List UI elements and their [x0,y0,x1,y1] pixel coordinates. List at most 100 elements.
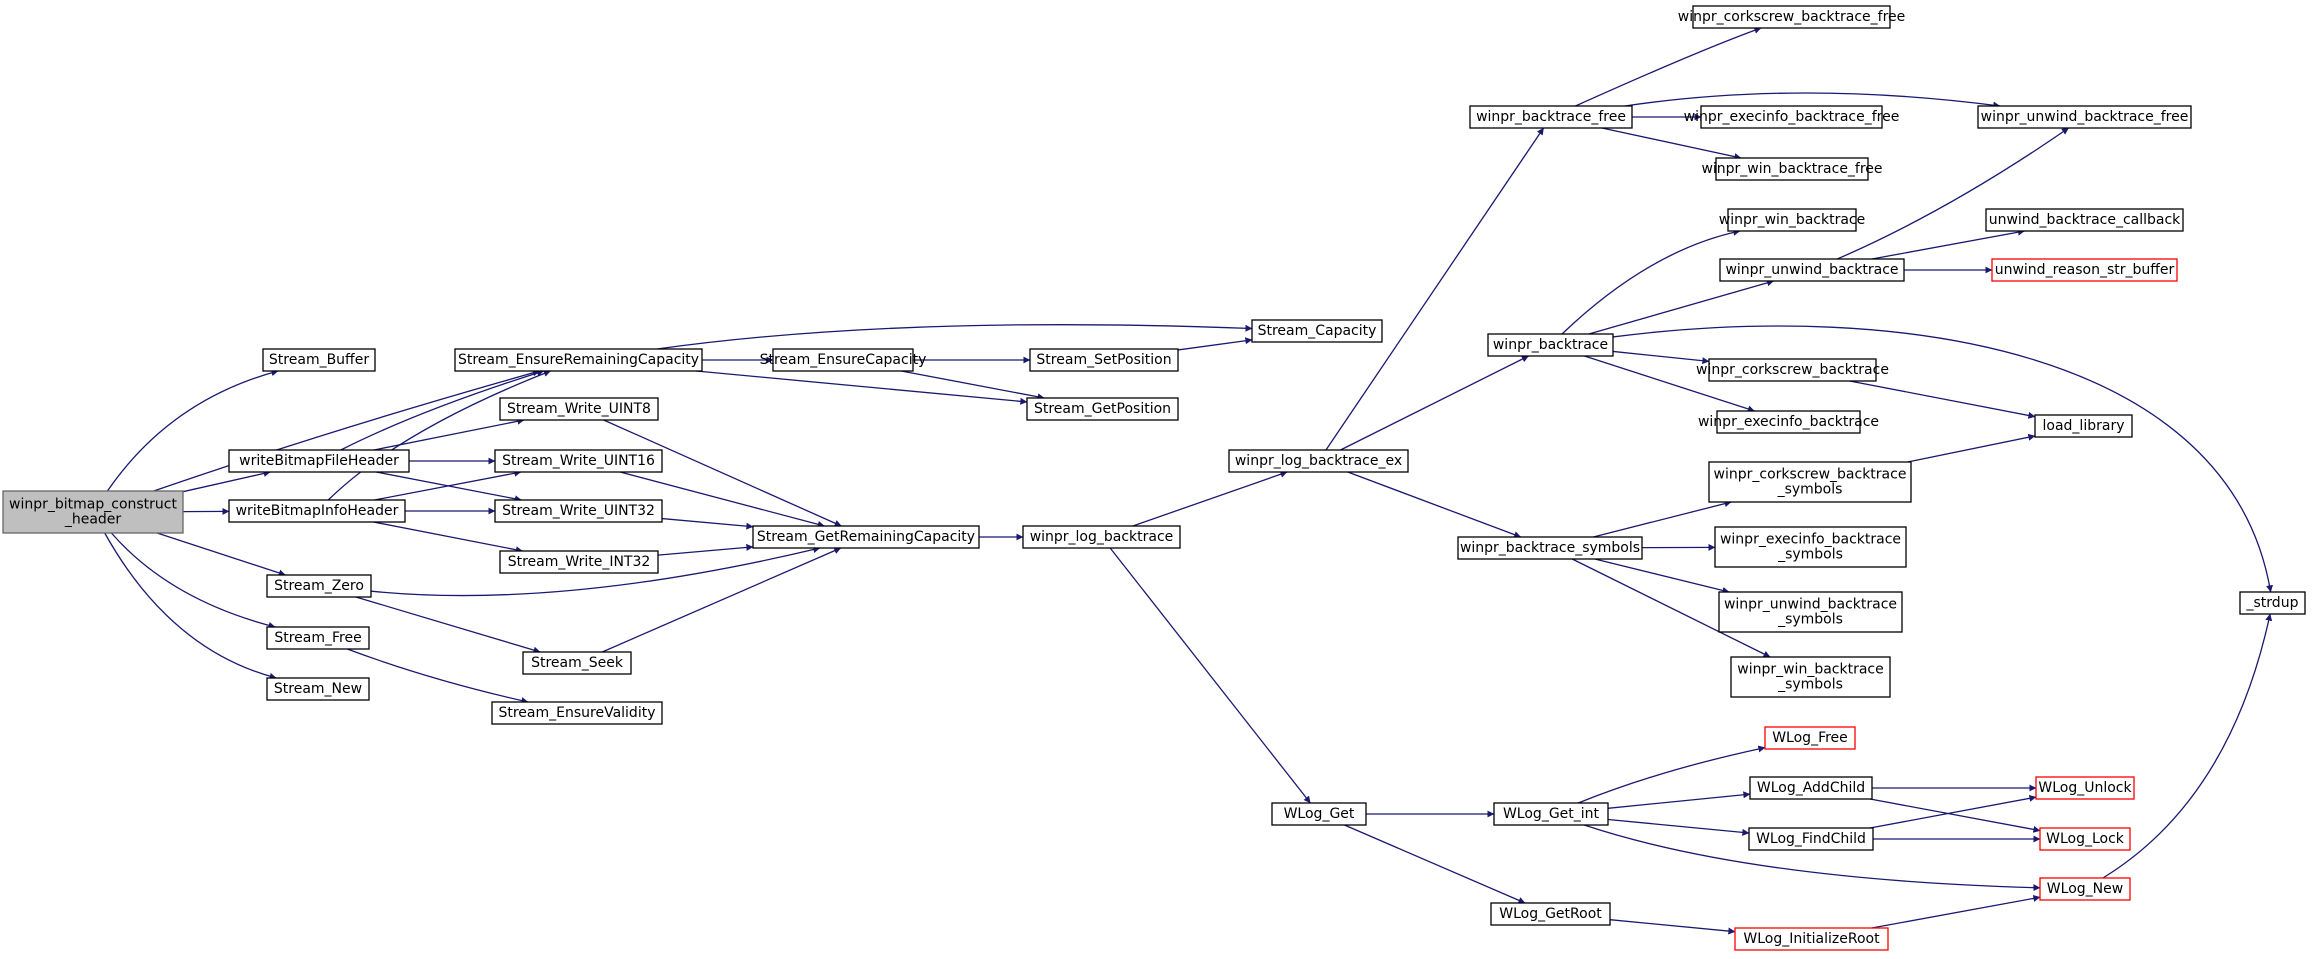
node-stream_new[interactable]: Stream_New [266,677,370,701]
node-wlog_findchild[interactable]: WLog_FindChild [1748,827,1874,851]
node-wlog_addchild[interactable]: WLog_AddChild [1749,776,1873,800]
node-label: WLog_Get [1284,806,1355,822]
node-unwind_callback[interactable]: unwind_backtrace_callback [1985,208,2184,232]
node-label: WLog_Free [1772,730,1848,746]
node-wlog_get[interactable]: WLog_Get [1271,802,1367,826]
node-stream_buffer[interactable]: Stream_Buffer [262,348,376,372]
edge-stream_zero-to-stream_seek [355,596,541,654]
node-box [2239,591,2306,615]
edge-backtrace-to-execinfo_backtrace [1584,355,1755,413]
node-stream_seek[interactable]: Stream_Seek [522,651,632,675]
node-wlog_unlock[interactable]: WLog_Unlock [2035,776,2135,800]
node-wlog_initializeroot[interactable]: WLog_InitializeRoot [1734,927,1889,951]
node-box [1487,333,1614,357]
node-ensure_capacity[interactable]: Stream_EnsureCapacity [760,348,927,372]
edge-backtrace_free-to-win_free [1601,127,1742,161]
node-box [228,449,410,473]
node-label: Stream_Write_UINT8 [507,401,651,417]
node-box [1692,5,1891,29]
node-wlog_getroot[interactable]: WLog_GetRoot [1490,902,1611,926]
node-corkscrew_free[interactable]: winpr_corkscrew_backtrace_free [1678,5,1906,29]
node-corkscrew_symbols[interactable]: winpr_corkscrew_backtrace_symbols [1708,461,1912,503]
node-box [499,550,659,574]
node-label: Stream_Buffer [269,352,369,368]
node-box [2039,827,2131,851]
edge-ensure_capacity-to-get_position [901,370,1045,401]
node-get_remaining[interactable]: Stream_GetRemainingCapacity [752,525,980,549]
edge-backtrace_free-to-corkscrew_free [1575,26,1762,107]
node-capacity[interactable]: Stream_Capacity [1251,319,1383,343]
node-label: winpr_backtrace_symbols [1460,540,1640,556]
edge-stream_seek-to-get_remaining [601,547,842,653]
edge-root-to-stream_new [104,532,277,680]
node-backtrace_free[interactable]: winpr_backtrace_free [1469,105,1633,129]
node-label: writeBitmapFileHeader [239,453,399,469]
node-box [1977,105,2192,129]
node-box [1716,410,1861,434]
node-label: Stream_EnsureRemainingCapacity [458,352,699,368]
node-unwind_backtrace[interactable]: winpr_unwind_backtrace [1719,258,1905,282]
node-box [491,701,663,725]
node-set_position[interactable]: Stream_SetPosition [1029,348,1179,372]
node-execinfo_symbols[interactable]: winpr_execinfo_backtrace_symbols [1714,526,1907,568]
node-label: Stream_GetRemainingCapacity [757,529,975,545]
edge-log_backtrace-to-log_backtrace_ex [1132,470,1288,527]
node-writeBitmapFileHeader[interactable]: writeBitmapFileHeader [228,449,410,473]
edge-write_u32-to-get_remaining [661,517,754,530]
node-box [1493,802,1609,826]
node-box [1251,319,1383,343]
node-load_library[interactable]: load_library [2034,414,2133,438]
node-writeBitmapInfoHeader[interactable]: writeBitmapInfoHeader [228,499,406,523]
node-wlog_new[interactable]: WLog_New [2039,877,2131,901]
node-box [1748,827,1874,851]
node-backtrace_symbols[interactable]: winpr_backtrace_symbols [1457,536,1643,560]
node-stream_zero[interactable]: Stream_Zero [266,574,372,598]
node-unwind_free[interactable]: winpr_unwind_backtrace_free [1977,105,2192,129]
node-label: WLog_Lock [2046,831,2125,847]
node-label: winpr_unwind_backtrace_free [1981,109,2189,125]
node-win_symbols[interactable]: winpr_win_backtrace_symbols [1730,656,1891,698]
node-win_backtrace[interactable]: winpr_win_backtrace [1719,208,1865,232]
edge-stream_zero-to-get_remaining [370,546,821,597]
node-label: WLog_Get_int [1503,806,1600,822]
node-stream_free[interactable]: Stream_Free [266,626,370,650]
node-unwind_reason[interactable]: unwind_reason_str_buffer [1991,258,2178,282]
node-ensure_remaining[interactable]: Stream_EnsureRemainingCapacity [454,348,703,372]
node-execinfo_backtrace[interactable]: winpr_execinfo_backtrace [1698,410,1879,434]
node-write_u8[interactable]: Stream_Write_UINT8 [499,397,659,421]
node-write_u32[interactable]: Stream_Write_UINT32 [494,499,663,523]
node-box [499,397,659,421]
edge-backtrace-to-unwind_backtrace [1588,279,1774,335]
edge-wlog_get_int-to-wlog_addchild [1607,791,1751,809]
node-ensure_validity[interactable]: Stream_EnsureValidity [491,701,663,725]
edge-corkscrew_backtrace-to-load_library [1849,380,2036,419]
node-box [1715,157,1869,181]
node-label: Stream_SetPosition [1036,352,1171,368]
node-execinfo_free[interactable]: winpr_execinfo_backtrace_free [1684,105,1900,129]
edge-backtrace-to-corkscrew_backtrace [1612,350,1710,365]
node-label: load_library [2043,418,2125,434]
node-box [1718,591,1903,633]
node-get_position[interactable]: Stream_GetPosition [1026,397,1179,421]
node-write_i32[interactable]: Stream_Write_INT32 [499,550,659,574]
node-unwind_symbols[interactable]: winpr_unwind_backtrace_symbols [1718,591,1903,633]
node-strdup[interactable]: _strdup [2239,591,2306,615]
node-corkscrew_backtrace[interactable]: winpr_corkscrew_backtrace [1696,358,1889,382]
node-wlog_get_int[interactable]: WLog_Get_int [1493,802,1609,826]
edge-root-to-stream_buffer [106,369,279,492]
edge-wlog_initializeroot-to-wlog_new [1871,894,2041,929]
edge-ensure_remaining-to-capacity [656,324,1253,350]
node-win_free[interactable]: winpr_win_backtrace_free [1701,157,1883,181]
node-write_u16[interactable]: Stream_Write_UINT16 [494,449,663,473]
edge-root-to-ensure_remaining [153,369,540,492]
node-log_backtrace_ex[interactable]: winpr_log_backtrace_ex [1228,449,1409,473]
node-wlog_lock[interactable]: WLog_Lock [2039,827,2131,851]
node-log_backtrace[interactable]: winpr_log_backtrace [1022,525,1181,549]
edge-log_backtrace-to-wlog_get [1109,547,1311,804]
node-backtrace[interactable]: winpr_backtrace [1487,333,1614,357]
node-label: Stream_New [274,681,362,697]
node-wlog_free[interactable]: WLog_Free [1764,726,1856,750]
edge-write_u8-to-get_remaining [603,419,842,527]
node-box [1991,258,2178,282]
node-box [1708,358,1877,382]
